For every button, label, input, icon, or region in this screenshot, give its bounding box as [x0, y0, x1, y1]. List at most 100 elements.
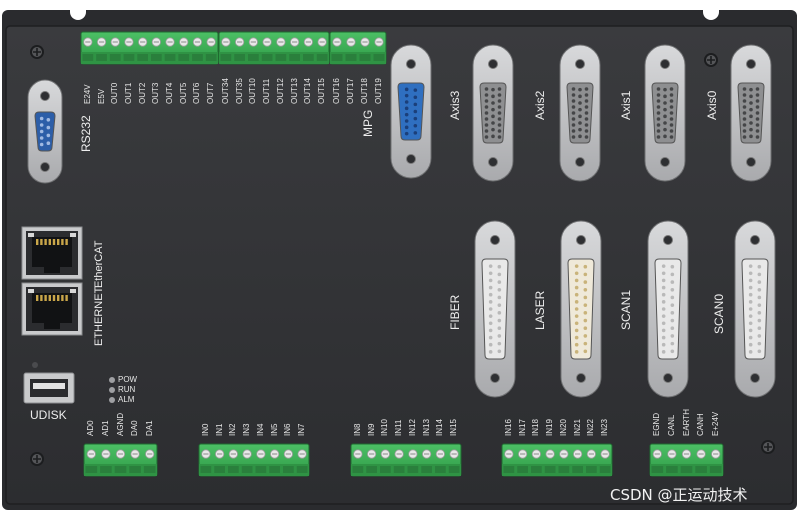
status-led	[28, 289, 34, 293]
pin-label: OUT16	[332, 78, 341, 104]
connector-pin	[663, 121, 667, 125]
connector-pin	[661, 285, 666, 290]
connector-pin	[583, 311, 588, 315]
connector-pin	[413, 131, 418, 135]
pin-label: EGND	[652, 412, 662, 436]
laser-label: LASER	[533, 290, 547, 330]
connector-pin	[484, 123, 489, 127]
connector-pin	[497, 303, 502, 307]
mount-hole	[406, 154, 416, 164]
connector-pin	[661, 300, 666, 304]
connector-pin	[661, 350, 666, 354]
connector-pin	[413, 116, 418, 121]
connector-pin	[670, 295, 675, 300]
connector-pin	[661, 328, 666, 333]
connector-pin	[755, 87, 760, 91]
mount-hole	[746, 59, 756, 69]
connector-pin	[484, 87, 489, 91]
connector-pin	[583, 295, 588, 300]
led-indicator	[109, 397, 115, 403]
connector-pin	[497, 326, 502, 331]
connector-pin	[670, 287, 675, 292]
connector-pin	[497, 129, 502, 133]
pin-label: AD0	[86, 420, 96, 436]
connector-pin	[413, 123, 418, 128]
pin-label: DA1	[144, 420, 154, 436]
connector-pin	[571, 93, 576, 97]
connector-pin	[413, 95, 418, 100]
connector-pin	[584, 123, 589, 127]
mpg-connector	[390, 44, 432, 179]
connector-pin	[39, 116, 44, 121]
pin-label: OUT18	[360, 78, 369, 104]
connector-pin	[661, 271, 666, 276]
fiber-connector	[474, 220, 516, 398]
connector-pin	[571, 99, 576, 103]
ethernet-label: ETHERNET	[93, 286, 105, 346]
scan1-label: SCAN1	[619, 289, 633, 330]
connector-pin	[748, 292, 753, 297]
connector-pin	[755, 123, 760, 127]
connector-pin	[670, 280, 675, 284]
connector-pin	[571, 135, 576, 139]
pin-label: E5V	[96, 88, 106, 104]
scan0-connector	[734, 220, 776, 398]
connector-pin	[39, 142, 44, 147]
connector-pin	[669, 93, 674, 97]
pin-label: OUT34	[220, 78, 230, 104]
axis1-label: Axis1	[619, 90, 633, 120]
connector-pin	[757, 287, 762, 292]
mount-hole	[490, 373, 500, 383]
pin-label: E24V	[82, 84, 92, 104]
connector-pin	[669, 135, 674, 139]
rs232-connector	[27, 79, 63, 184]
connector-pin	[663, 94, 667, 99]
pin-label: IN22	[586, 419, 596, 436]
connector-pin	[742, 123, 747, 127]
connector-pin	[497, 123, 502, 127]
pin-label: IN19	[545, 419, 555, 436]
axis2-connector	[559, 44, 601, 182]
connector-pin	[484, 129, 489, 133]
watermark: CSDN @正运动技术	[610, 486, 748, 504]
connector-pin	[578, 107, 582, 112]
pin-label: OUT11	[262, 78, 272, 104]
mount-hole	[406, 59, 416, 69]
fiber-label: FIBER	[448, 294, 462, 330]
ethernet-port	[21, 226, 83, 280]
indicator-dot	[32, 362, 38, 368]
connector-pin	[578, 134, 582, 139]
connector-pin	[663, 87, 667, 92]
connector-pin	[404, 87, 409, 92]
led-pow-label: POW	[118, 375, 138, 384]
pin-label: IN5	[269, 423, 279, 436]
connector-pin	[578, 94, 582, 99]
screw-icon	[30, 452, 44, 466]
connector-pin	[670, 264, 675, 269]
connector-pin	[757, 334, 762, 338]
connector-pin	[748, 342, 753, 347]
connector-pin	[757, 326, 762, 331]
connector-pin	[491, 121, 495, 125]
connector-pin	[583, 326, 588, 331]
connector-pin	[757, 264, 762, 269]
pin-label: IN4	[255, 423, 265, 436]
connector-pin	[484, 99, 489, 103]
connector-pin	[669, 123, 674, 127]
mount-hole	[576, 373, 586, 383]
connector-pin	[669, 105, 674, 109]
pin-label: IN1	[214, 423, 224, 436]
connector-pin	[742, 111, 747, 115]
connector-pin	[670, 326, 675, 331]
pin-label: OUT6	[192, 82, 202, 104]
pin-label: IN3	[242, 423, 252, 436]
connector-pin	[656, 117, 661, 121]
connector-pin	[755, 135, 760, 139]
connector-pin	[749, 87, 753, 92]
connector-pin	[669, 111, 674, 115]
connector-pin	[488, 300, 493, 304]
connector-pin	[583, 318, 588, 323]
connector-pin	[670, 303, 675, 307]
connector-pin	[404, 131, 409, 136]
